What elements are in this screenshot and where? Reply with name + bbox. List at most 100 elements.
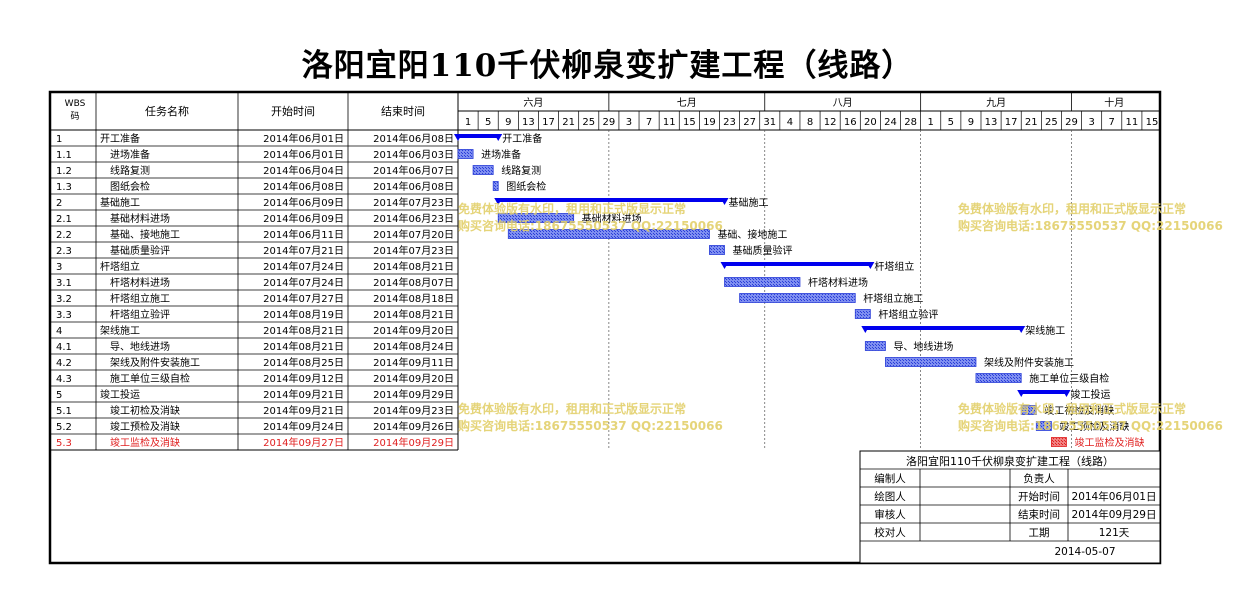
task-bar xyxy=(854,309,871,319)
info-label: 负责人 xyxy=(1023,472,1055,485)
task-wbs: 1.2 xyxy=(56,166,72,177)
task-bar xyxy=(472,165,494,175)
task-wbs: 4.2 xyxy=(56,358,72,369)
task-wbs: 3.3 xyxy=(56,310,72,321)
bar-label: 基础质量验评 xyxy=(733,244,793,257)
info-label: 编制人 xyxy=(874,472,906,485)
task-end: 2014年06月23日 xyxy=(373,212,454,225)
day-tick-label: 15 xyxy=(683,117,696,128)
task-end: 2014年09月20日 xyxy=(373,372,454,385)
task-bar xyxy=(1020,405,1037,415)
task-name: 基础材料进场 xyxy=(110,212,170,225)
bar-label: 杆塔材料进场 xyxy=(808,276,868,289)
day-tick-label: 13 xyxy=(985,117,998,128)
task-end: 2014年06月08日 xyxy=(373,180,454,193)
month-label: 十月 xyxy=(1104,96,1124,109)
bar-label: 竣工初检及消缺 xyxy=(1044,404,1114,417)
info-value: 2014年09月29日 xyxy=(1072,508,1157,521)
day-tick-label: 13 xyxy=(522,117,535,128)
month-label: 九月 xyxy=(986,97,1006,109)
day-tick-label: 7 xyxy=(646,117,652,128)
day-tick-label: 17 xyxy=(1005,117,1018,128)
summary-bar xyxy=(1021,390,1067,394)
summary-bar-end-cap xyxy=(1017,326,1026,333)
task-wbs: 2 xyxy=(56,198,62,209)
task-name: 架线施工 xyxy=(100,324,140,337)
day-tick-label: 21 xyxy=(562,117,575,128)
day-tick-label: 25 xyxy=(582,117,595,128)
task-end: 2014年09月11日 xyxy=(373,356,454,369)
task-end: 2014年08月24日 xyxy=(373,340,454,353)
day-tick-label: 19 xyxy=(703,117,716,128)
task-end: 2014年08月21日 xyxy=(373,308,454,321)
task-bar xyxy=(739,293,856,303)
header-task-name: 任务名称 xyxy=(145,104,189,118)
day-tick-label: 9 xyxy=(968,117,974,128)
task-end: 2014年09月23日 xyxy=(373,404,454,417)
day-tick-label: 9 xyxy=(505,117,511,128)
task-bar xyxy=(492,181,499,191)
info-label: 工期 xyxy=(1029,527,1050,539)
task-wbs: 2.3 xyxy=(56,246,72,257)
task-start: 2014年09月27日 xyxy=(263,436,344,449)
info-label: 结束时间 xyxy=(1018,508,1060,521)
month-label: 七月 xyxy=(677,97,697,109)
day-tick-label: 11 xyxy=(663,117,676,128)
task-wbs: 1 xyxy=(56,134,62,145)
info-box-title: 洛阳宜阳110千伏柳泉变扩建工程（线路） xyxy=(906,454,1114,468)
day-tick-label: 15 xyxy=(1146,117,1159,128)
watermark-text: 购买咨询电话:18675550537 QQ:22150066 xyxy=(958,418,1223,433)
bar-label: 竣工投运 xyxy=(1070,388,1110,401)
summary-bar-start-cap xyxy=(1017,390,1026,397)
watermark-text: 购买咨询电话:18675550537 QQ:22150066 xyxy=(458,418,723,433)
task-start: 2014年07月27日 xyxy=(263,292,344,305)
task-bar xyxy=(457,149,474,159)
outer-frame xyxy=(48,90,1162,565)
bar-label: 杆塔组立施工 xyxy=(863,292,923,305)
task-end: 2014年09月29日 xyxy=(373,388,454,401)
task-start: 2014年07月24日 xyxy=(263,260,344,273)
watermark-text: 免费体验版有水印，租用和正式版显示正常 xyxy=(458,401,686,416)
task-wbs: 3.1 xyxy=(56,278,72,289)
task-wbs: 3 xyxy=(56,262,62,273)
task-start: 2014年06月01日 xyxy=(263,132,344,145)
info-value: 2014年06月01日 xyxy=(1072,490,1157,503)
task-start: 2014年08月19日 xyxy=(263,308,344,321)
day-tick-label: 12 xyxy=(824,117,837,128)
summary-bar xyxy=(458,134,499,138)
header-wbs-2: 码 xyxy=(70,111,79,122)
task-wbs: 4.1 xyxy=(56,342,72,353)
summary-bar-start-cap xyxy=(494,198,503,205)
task-name: 线路复测 xyxy=(110,164,150,177)
task-wbs: 1.3 xyxy=(56,182,72,193)
day-tick-label: 25 xyxy=(1045,117,1058,128)
task-end: 2014年06月03日 xyxy=(373,148,454,161)
task-wbs: 4 xyxy=(56,326,62,337)
task-wbs: 2.1 xyxy=(56,214,72,225)
task-wbs: 5.1 xyxy=(56,406,72,417)
day-tick-label: 29 xyxy=(1065,117,1078,128)
task-bar xyxy=(1035,421,1052,431)
task-start: 2014年09月21日 xyxy=(263,388,344,401)
task-wbs: 5.3 xyxy=(56,438,72,449)
summary-bar-end-cap xyxy=(866,262,875,269)
bar-label: 开工准备 xyxy=(502,132,542,145)
bar-label: 导、地线进场 xyxy=(893,340,953,353)
task-name: 基础施工 xyxy=(100,196,140,209)
watermark-text: 免费体验版有水印，租用和正式版显示正常 xyxy=(458,201,686,216)
info-label: 开始时间 xyxy=(1018,490,1060,503)
task-name: 施工单位三级自检 xyxy=(110,372,190,385)
day-tick-label: 4 xyxy=(787,117,793,128)
task-start: 2014年08月21日 xyxy=(263,324,344,337)
bar-label: 基础材料进场 xyxy=(582,212,642,225)
watermark-text: 购买咨询电话:18675550537 QQ:22150066 xyxy=(458,218,723,233)
day-tick-label: 31 xyxy=(763,117,776,128)
header-start: 开始时间 xyxy=(271,104,315,118)
day-tick-label: 20 xyxy=(864,117,877,128)
header-end: 结束时间 xyxy=(381,105,425,118)
task-end: 2014年08月21日 xyxy=(373,260,454,273)
info-date: 2014-05-07 xyxy=(1054,546,1115,558)
task-start: 2014年06月09日 xyxy=(263,196,344,209)
bar-label: 架线及附件安装施工 xyxy=(984,356,1074,369)
